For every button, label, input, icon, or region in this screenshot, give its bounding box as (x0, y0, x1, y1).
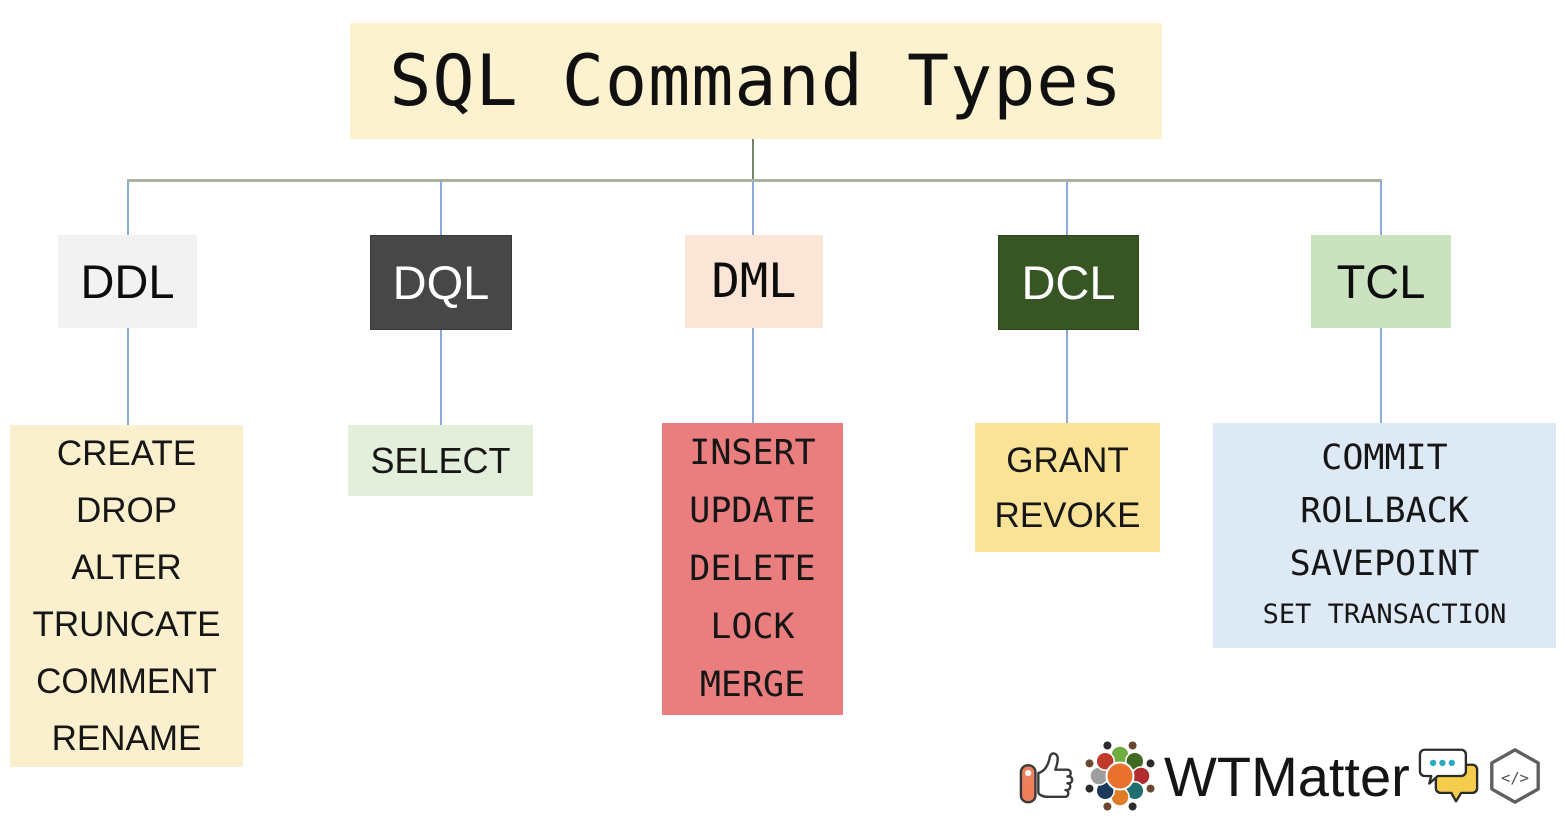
command-item: ROLLBACK (1300, 491, 1469, 531)
wtmatter-logo: WTMatter </> (1018, 738, 1544, 814)
connector-drop-ddl-bottom (127, 327, 129, 425)
category-box-tcl: TCL (1311, 235, 1451, 328)
command-item: DROP (75, 491, 178, 530)
chat-bubbles-icon (1416, 746, 1482, 806)
connector-horizontal (127, 179, 1382, 182)
command-list-dml: INSERT UPDATE DELETE LOCK MERGE (662, 423, 843, 715)
category-box-ddl: DDL (58, 235, 197, 328)
diagram-title: SQL Command Types (350, 23, 1162, 139)
category-box-dcl: DCL (998, 235, 1139, 330)
command-item: COMMENT (36, 662, 217, 701)
category-box-dql: DQL (370, 235, 512, 330)
command-item: LOCK (710, 607, 795, 647)
connector-drop-tcl-bottom (1380, 327, 1382, 425)
connector-drop-dcl-bottom (1066, 327, 1068, 425)
command-item: CREATE (56, 434, 197, 473)
command-list-dql: SELECT (348, 425, 533, 496)
code-glyph: </> (1501, 769, 1529, 787)
command-item: UPDATE (689, 491, 816, 531)
people-wheel-icon (1084, 740, 1156, 812)
command-item: REVOKE (994, 495, 1141, 535)
command-item: SET TRANSACTION (1262, 599, 1507, 630)
connector-drop-dcl-top (1066, 181, 1068, 235)
category-box-dml: DML (685, 235, 823, 328)
command-list-dcl: GRANT REVOKE (975, 423, 1160, 552)
connector-drop-dml-top (752, 181, 754, 235)
command-item: GRANT (1006, 440, 1129, 480)
command-item: INSERT (689, 433, 816, 473)
command-list-tcl: COMMIT ROLLBACK SAVEPOINT SET TRANSACTIO… (1213, 423, 1556, 648)
connector-trunk (752, 139, 754, 181)
command-item: COMMIT (1321, 438, 1448, 478)
brand-text: WTMatter (1164, 744, 1410, 808)
thumbs-up-icon (1018, 744, 1080, 808)
command-item: DELETE (689, 549, 816, 589)
connector-drop-dql-top (440, 181, 442, 235)
connector-drop-dml-bottom (752, 327, 754, 425)
command-item: ALTER (71, 548, 182, 587)
code-hexagon-icon: </> (1486, 747, 1544, 805)
command-item: SAVEPOINT (1289, 544, 1480, 584)
command-item: MERGE (699, 665, 806, 705)
connector-drop-ddl-top (127, 181, 129, 235)
connector-drop-tcl-top (1380, 181, 1382, 235)
command-item: SELECT (370, 439, 511, 481)
connector-drop-dql-bottom (440, 327, 442, 425)
command-list-ddl: CREATE DROP ALTER TRUNCATE COMMENT RENAM… (10, 425, 243, 767)
command-item: RENAME (51, 719, 202, 758)
command-item: TRUNCATE (32, 605, 221, 644)
